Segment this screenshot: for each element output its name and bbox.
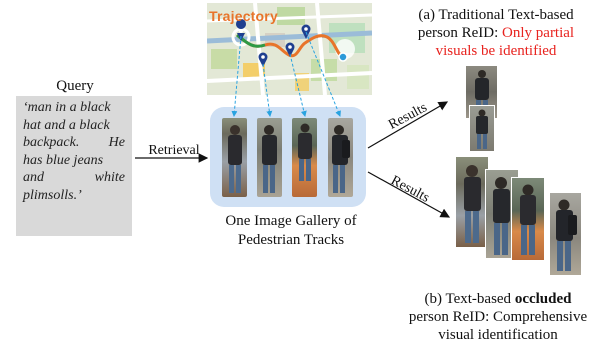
map-pin-icon bbox=[258, 52, 268, 67]
gallery-caption-line: Pedestrian Tracks bbox=[237, 232, 345, 248]
result-thumbnail bbox=[456, 157, 488, 247]
trajectory-map: Trajectory bbox=[207, 3, 372, 95]
traditional-reid-caption: (a) Traditional Text-based person ReID: … bbox=[392, 6, 600, 60]
result-thumbnail bbox=[512, 178, 544, 260]
dashed-link bbox=[231, 31, 341, 117]
caption-line: (a) Traditional Text-based bbox=[418, 7, 574, 23]
caption-emphasis: occluded bbox=[514, 291, 572, 307]
results-arrow-bottom bbox=[367, 171, 451, 218]
pedestrian-crop bbox=[222, 118, 247, 197]
image-gallery bbox=[210, 107, 366, 207]
pedestrian-crop bbox=[257, 118, 282, 197]
query-line: ‘man in a black bbox=[23, 100, 111, 115]
pedestrian-crop bbox=[328, 118, 353, 197]
map-pin-icon bbox=[285, 42, 295, 57]
map-graphic bbox=[207, 3, 372, 95]
caption-highlight: visuals be identified bbox=[435, 43, 557, 59]
query-line: backpack. He bbox=[23, 135, 125, 150]
query-text-box: ‘man in a black hat and a black backpack… bbox=[16, 96, 132, 236]
caption-text: person ReID: bbox=[417, 25, 503, 41]
caption-line: visual identification bbox=[438, 327, 558, 343]
caption-line: (b) Text-based occluded bbox=[392, 290, 604, 308]
gallery-caption-line: One Image Gallery of bbox=[225, 213, 357, 229]
query-title: Query bbox=[56, 78, 94, 94]
result-thumbnail bbox=[550, 193, 581, 275]
caption-text: (b) Text-based bbox=[424, 291, 515, 307]
trajectory-label: Trajectory bbox=[209, 8, 278, 24]
retrieval-label: Retrieval bbox=[148, 143, 200, 158]
result-thumbnail bbox=[470, 106, 494, 151]
query-line: plimsolls.’ bbox=[23, 187, 82, 203]
map-pin-icon bbox=[301, 24, 311, 39]
gallery-caption: One Image Gallery of Pedestrian Tracks bbox=[200, 212, 382, 250]
query-line: and white bbox=[23, 170, 125, 185]
occluded-reid-caption: (b) Text-based occluded person ReID: Com… bbox=[392, 290, 604, 344]
results-arrow-top bbox=[367, 101, 449, 149]
caption-highlight: Only partial bbox=[502, 25, 575, 41]
query-line: has blue jeans bbox=[23, 152, 104, 168]
caption-line: person ReID: Only partial bbox=[392, 24, 600, 42]
query-line: hat and a black bbox=[23, 117, 110, 133]
pedestrian-crop bbox=[292, 118, 317, 197]
caption-line: person ReID: Comprehensive bbox=[408, 309, 588, 325]
